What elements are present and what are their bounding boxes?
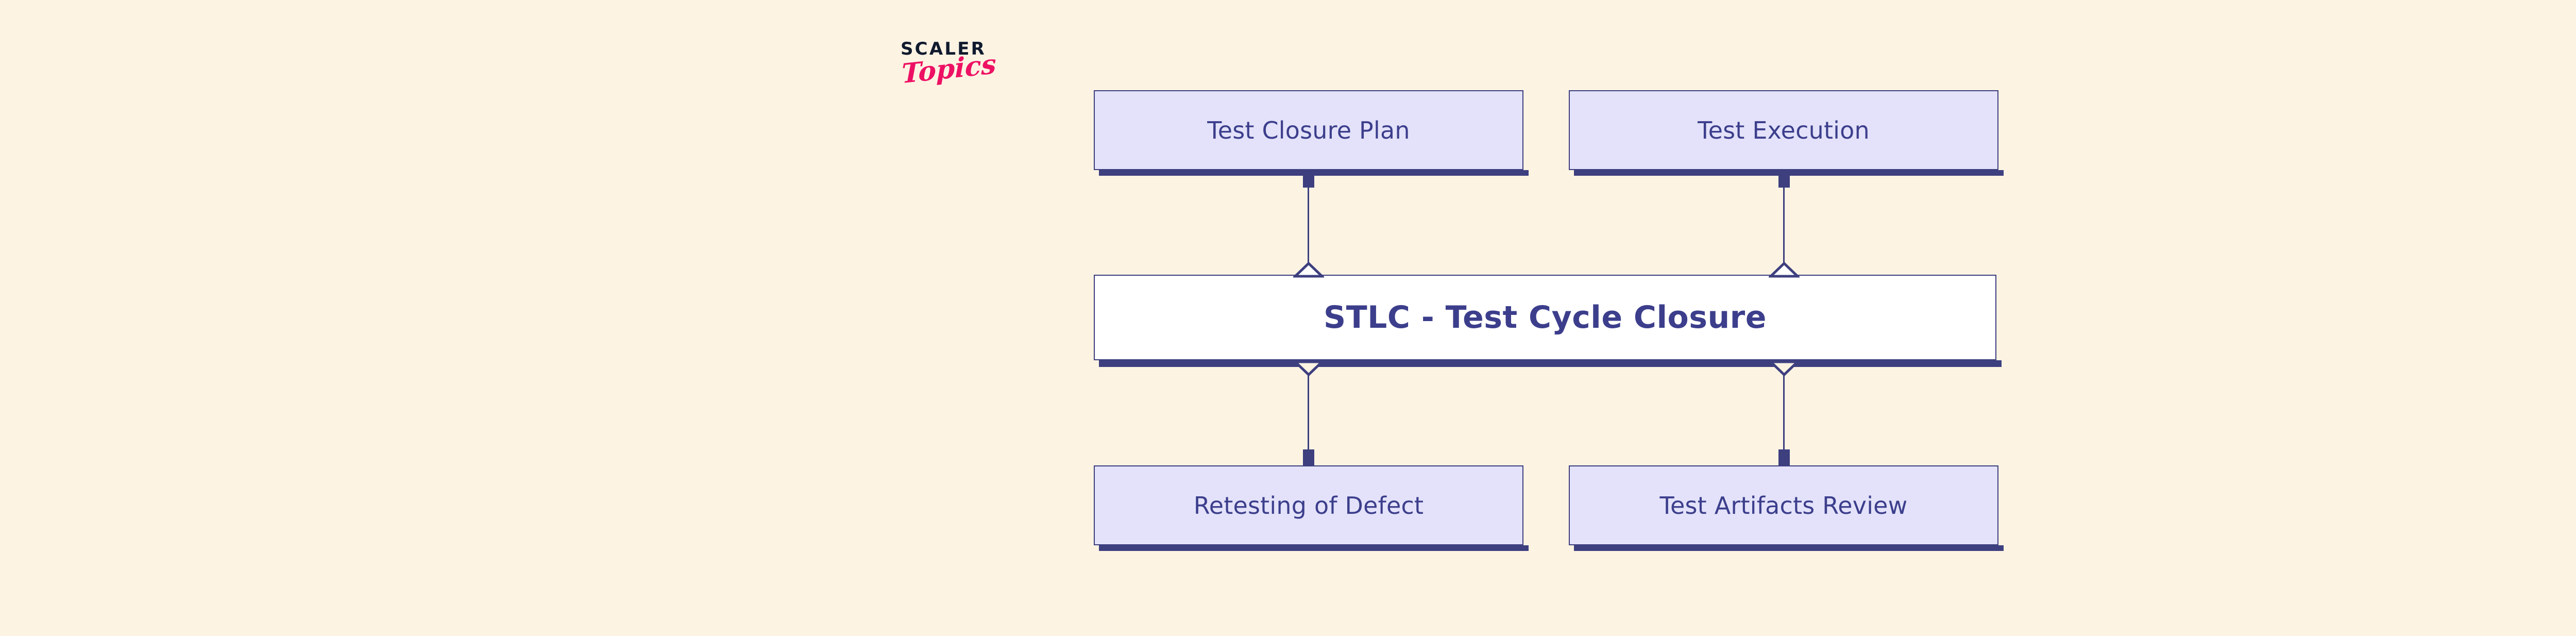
connector-line-top-left [1308,186,1309,265]
node-shadow-bottom-right [1574,545,2004,551]
node-shadow-bottom-left [1099,545,1529,551]
node-label-test-closure-plan: Test Closure Plan [1207,116,1410,144]
node-label-stlc-test-cycle-closure: STLC - Test Cycle Closure [1324,299,1767,336]
node-test-artifacts-review[interactable]: Test Artifacts Review [1569,465,1998,545]
node-label-test-artifacts-review: Test Artifacts Review [1659,491,1908,520]
node-shadow-top-left [1099,170,1529,176]
scaler-topics-logo: SCALER Topics [901,40,1035,105]
connector-handle-bottom-left [1303,449,1314,465]
connector-line-top-right [1783,186,1785,265]
node-shadow-center [1099,360,2002,367]
connector-line-bottom-right [1783,373,1785,453]
connector-handle-top-left [1303,174,1314,188]
connector-handle-bottom-right [1778,449,1790,465]
node-label-test-execution: Test Execution [1698,116,1870,144]
node-label-retesting-of-defect: Retesting of Defect [1193,491,1424,520]
node-stlc-test-cycle-closure[interactable]: STLC - Test Cycle Closure [1094,275,1996,360]
node-test-execution[interactable]: Test Execution [1569,90,1998,170]
logo-primary-text: SCALER [901,39,987,59]
node-retesting-of-defect[interactable]: Retesting of Defect [1094,465,1523,545]
connector-line-bottom-left [1308,373,1309,453]
node-shadow-top-right [1574,170,2004,176]
connector-handle-top-right [1778,174,1790,188]
node-test-closure-plan[interactable]: Test Closure Plan [1094,90,1523,170]
